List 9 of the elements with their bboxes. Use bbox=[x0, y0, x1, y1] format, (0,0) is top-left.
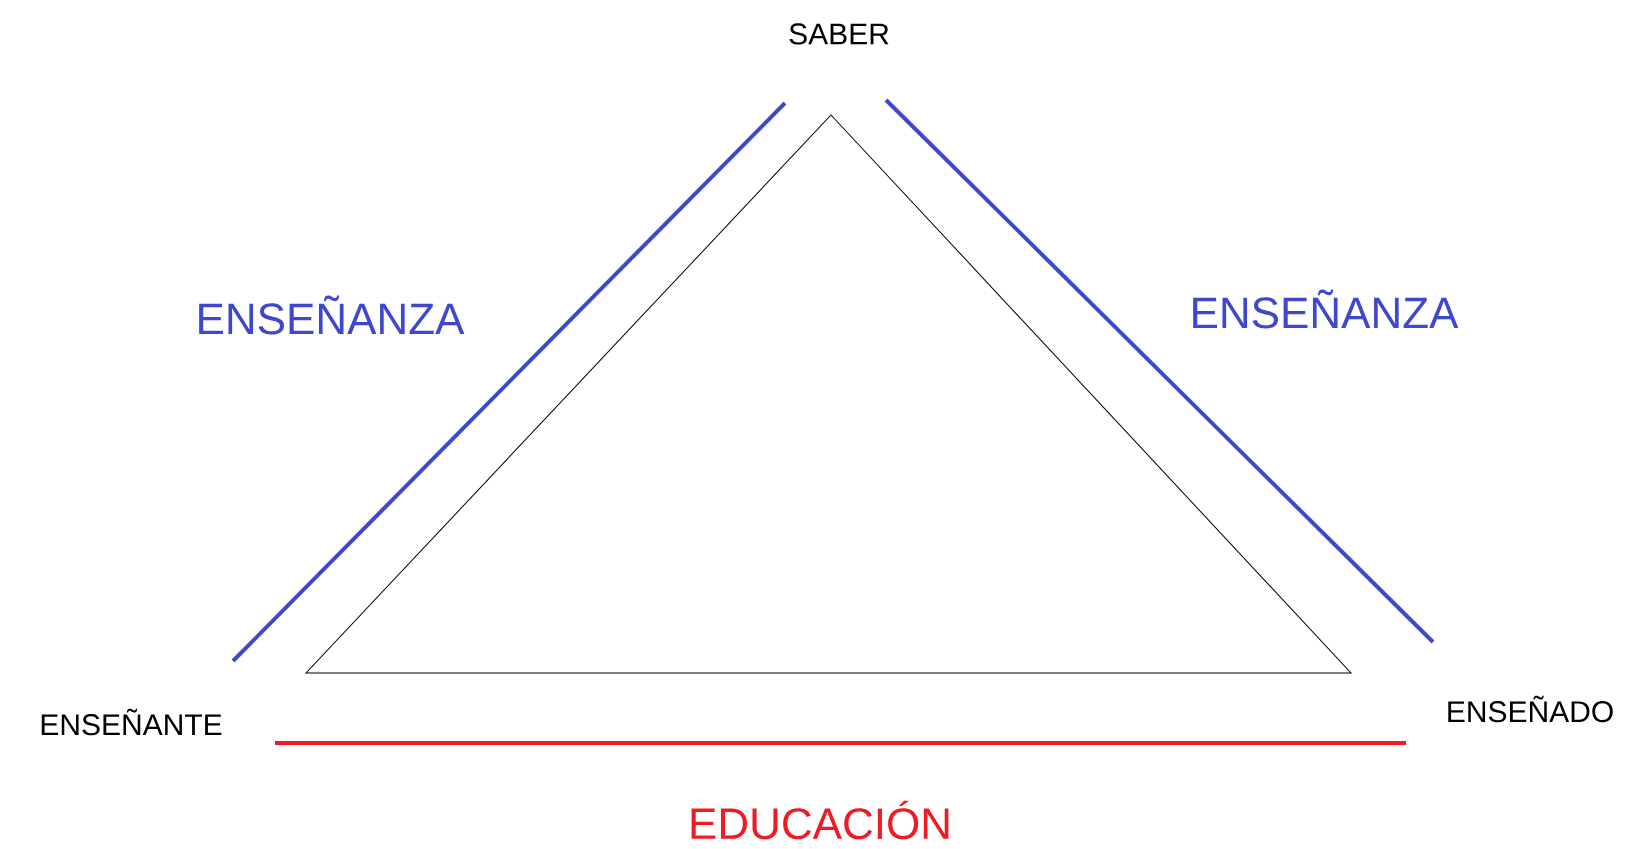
connector-line bbox=[884, 98, 1435, 644]
edge-label: ENSEÑANZA bbox=[199, 295, 465, 335]
vertex-label: ENSEÑANTE bbox=[41, 708, 222, 736]
edge-label: EDUCACIÓN bbox=[691, 800, 949, 840]
vertex-label: ENSEÑADO bbox=[1448, 695, 1613, 723]
connector-line bbox=[275, 741, 1406, 745]
edge-label: ENSEÑANZA bbox=[1193, 289, 1459, 329]
vertex-label: SABER bbox=[789, 23, 889, 45]
connector-line bbox=[231, 101, 787, 663]
